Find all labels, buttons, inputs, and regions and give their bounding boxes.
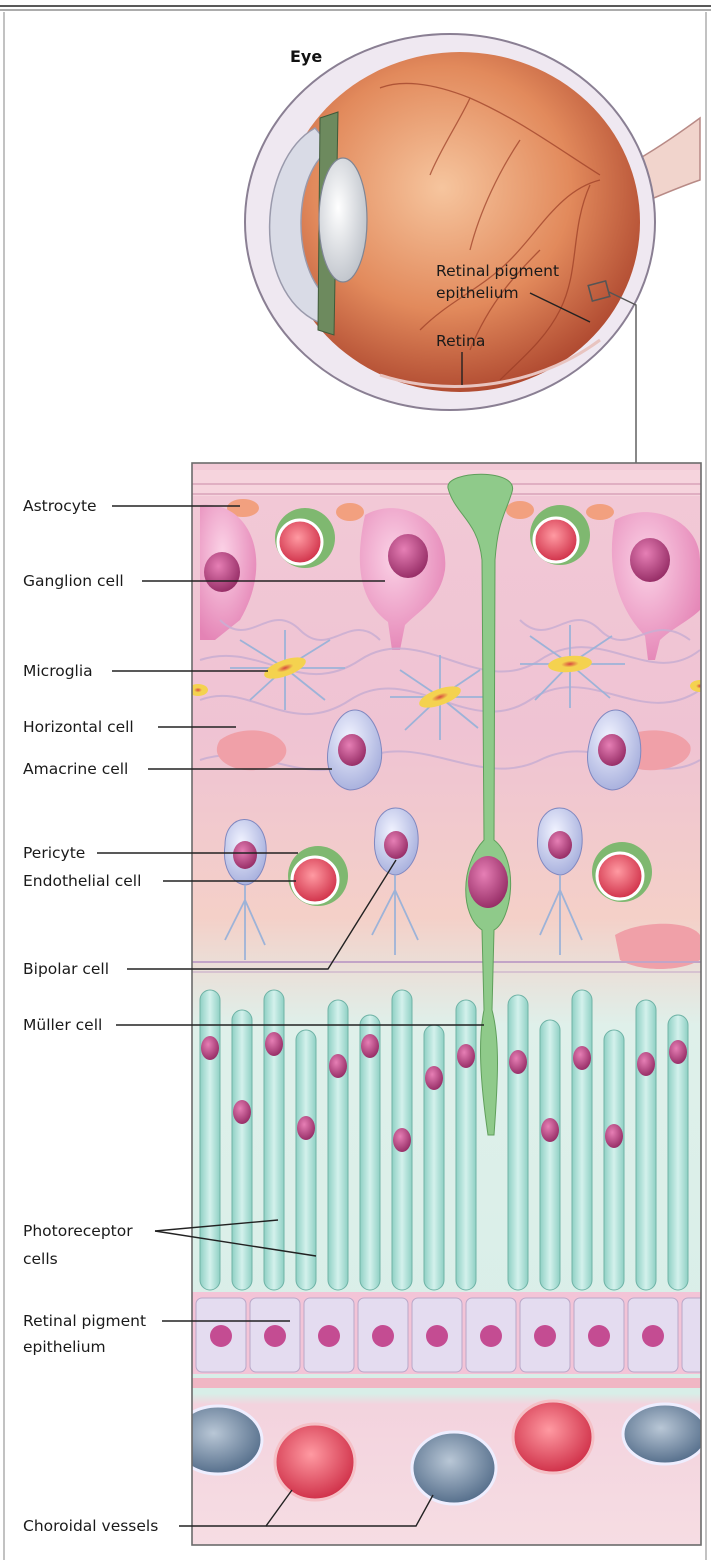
label-photoreceptor-line1: Photoreceptor <box>23 1222 133 1240</box>
label-photoreceptor-line2: cells <box>23 1250 58 1268</box>
label-microglia: Microglia <box>23 662 93 680</box>
label-rpe-line2: epithelium <box>23 1338 106 1356</box>
label-horizontal: Horizontal cell <box>23 718 134 736</box>
label-pericyte: Pericyte <box>23 844 85 862</box>
label-amacrine: Amacrine cell <box>23 760 128 778</box>
eye-label-rpe-line1: Retinal pigment <box>436 262 559 280</box>
eye-label-retina: Retina <box>436 332 485 350</box>
lens <box>319 158 367 282</box>
label-ganglion: Ganglion cell <box>23 572 124 590</box>
label-astrocyte: Astrocyte <box>23 497 97 515</box>
label-rpe-line1: Retinal pigment <box>23 1312 146 1330</box>
eye-title: Eye <box>290 47 322 66</box>
eye-label-rpe-line2: epithelium <box>436 284 519 302</box>
label-endothelial: Endothelial cell <box>23 872 141 890</box>
label-bipolar: Bipolar cell <box>23 960 109 978</box>
eye-illustration <box>245 34 700 463</box>
label-muller: Müller cell <box>23 1016 102 1034</box>
label-choroidal: Choroidal vessels <box>23 1517 158 1535</box>
rpe-layer <box>192 1292 711 1374</box>
retina-cross-section <box>174 463 711 1545</box>
photoreceptor-layer <box>200 990 688 1290</box>
